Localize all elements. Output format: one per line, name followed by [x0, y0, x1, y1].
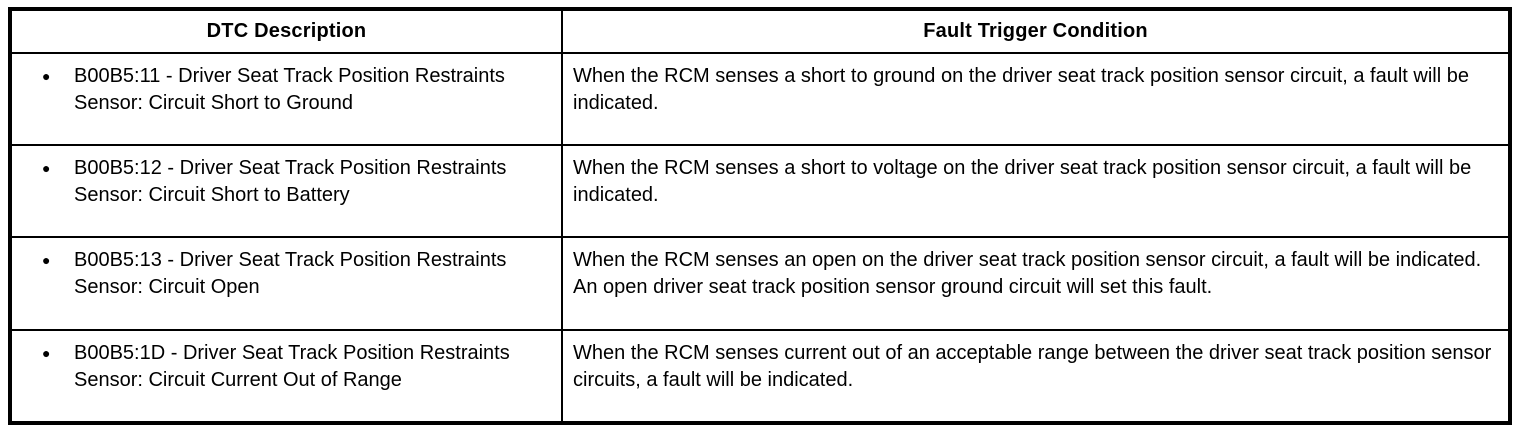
fault-condition-cell: When the RCM senses a short to ground on…: [561, 51, 1511, 147]
header-row: DTC Description Fault Trigger Condition: [9, 8, 1511, 54]
header-dtc-description: DTC Description: [9, 8, 563, 54]
dtc-description-text: B00B5:13 - Driver Seat Track Position Re…: [74, 249, 507, 299]
bullet-icon: ●: [42, 344, 51, 361]
bullet-icon: ●: [42, 68, 51, 84]
dtc-fault-table: DTC Description Fault Trigger Condition …: [8, 7, 1512, 425]
fault-condition-text: When the RCM senses an open on the drive…: [573, 249, 1482, 299]
table-row: ● B00B5:13 - Driver Seat Track Position …: [9, 236, 1511, 331]
dtc-cell: ● B00B5:12 - Driver Seat Track Position …: [9, 144, 563, 239]
bullet-icon: ●: [42, 160, 51, 177]
fault-condition-cell: When the RCM senses an open on the drive…: [561, 236, 1511, 331]
dtc-description-text: B00B5:11 - Driver Seat Track Position Re…: [74, 65, 505, 114]
header-fault-trigger-condition: Fault Trigger Condition: [561, 8, 1511, 54]
fault-condition-text: When the RCM senses a short to ground on…: [573, 65, 1469, 114]
fault-condition-cell: When the RCM senses a short to voltage o…: [561, 144, 1511, 239]
dtc-cell: ● B00B5:1D - Driver Seat Track Position …: [9, 328, 563, 425]
dtc-description-text: B00B5:1D - Driver Seat Track Position Re…: [74, 341, 510, 391]
bullet-icon: ●: [42, 252, 51, 269]
dtc-cell: ● B00B5:11 - Driver Seat Track Position …: [9, 51, 563, 147]
fault-condition-text: When the RCM senses a short to voltage o…: [573, 157, 1472, 207]
table-row: ● B00B5:12 - Driver Seat Track Position …: [9, 144, 1511, 239]
fault-condition-cell: When the RCM senses current out of an ac…: [561, 328, 1511, 425]
dtc-cell: ● B00B5:13 - Driver Seat Track Position …: [9, 236, 563, 331]
table-row: ● B00B5:1D - Driver Seat Track Position …: [9, 328, 1511, 425]
dtc-description-text: B00B5:12 - Driver Seat Track Position Re…: [74, 157, 507, 207]
table-row: ● B00B5:11 - Driver Seat Track Position …: [9, 51, 1511, 147]
fault-condition-text: When the RCM senses current out of an ac…: [573, 341, 1492, 391]
